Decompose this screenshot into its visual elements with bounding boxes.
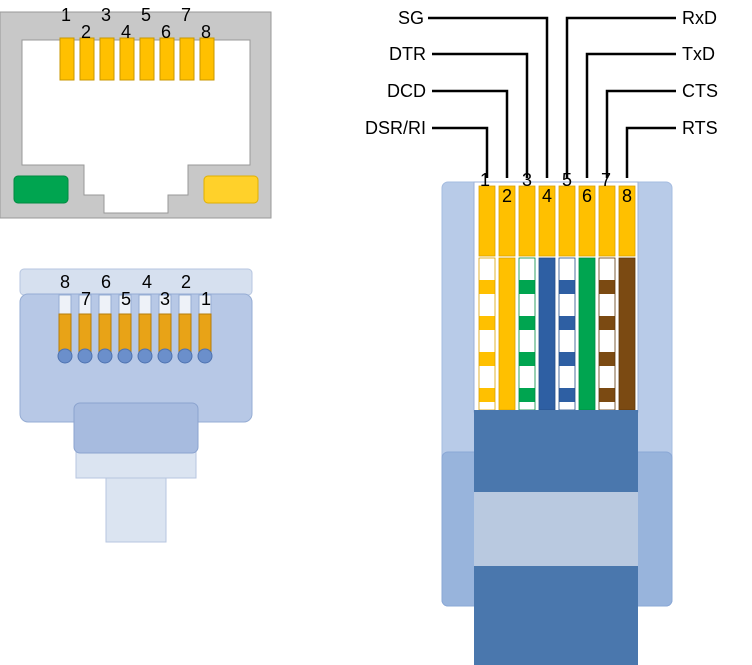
rj45-plug-front: 8 7 6 5 4 3 2 1 (19, 268, 253, 543)
contact-6 (578, 185, 596, 257)
contact-3 (518, 185, 536, 257)
contact-8 (618, 185, 636, 257)
pin-number: 4 (542, 186, 552, 206)
plug-boot-tail (105, 477, 167, 543)
signal-label-dsr-ri: DSR/RI (365, 118, 426, 138)
plug-contacts (57, 294, 213, 364)
signal-label-sg: SG (398, 8, 424, 28)
signal-label-rts: RTS (682, 118, 718, 138)
wire-blue (538, 257, 556, 411)
signal-label-dcd: DCD (387, 81, 426, 101)
jack-pin-2 (79, 37, 95, 81)
pin-number: 2 (502, 186, 512, 206)
plug-contact-1 (198, 313, 212, 355)
plug-contact-2 (178, 313, 192, 355)
plug-pin-number: 1 (201, 289, 211, 309)
plug-top-edge (19, 268, 253, 296)
jack-pin-number: 8 (201, 22, 211, 42)
plug-contact-5 (118, 313, 132, 355)
plug-contact-3 (158, 313, 172, 355)
leader-rxd (565, 16, 676, 178)
jack-opening (21, 39, 251, 214)
jack-pin-6 (159, 37, 175, 81)
jack-pins (59, 37, 215, 81)
rj45-plug-wiring: SG DTR DCD DSR/RI RxD TxD CTS RTS 1 2 3 … (365, 8, 718, 665)
jack-pin-4 (119, 37, 135, 81)
pin-number: 7 (601, 170, 611, 190)
wire-white-blue (558, 257, 576, 411)
pin-number: 6 (582, 186, 592, 206)
jack-led-right (203, 175, 259, 204)
wire-green (578, 257, 596, 411)
plug-pin-number: 2 (181, 272, 191, 292)
jack-pin-1 (59, 37, 75, 81)
plug-latch (73, 402, 199, 454)
contact-4 (538, 185, 556, 257)
plug-pin-number: 7 (81, 289, 91, 309)
contact-2 (498, 185, 516, 257)
jack-pin-8 (199, 37, 215, 81)
jack-pin-number: 4 (121, 22, 131, 42)
leader-dtr (432, 52, 529, 178)
contact-7 (598, 185, 616, 257)
pin-number: 1 (480, 170, 490, 190)
leader-dcd (432, 89, 509, 178)
rj45-jack: 1 2 3 4 5 6 7 8 (0, 5, 272, 219)
cable-sheath-lower (474, 566, 638, 665)
signal-labels-right: RxD TxD CTS RTS (682, 8, 718, 138)
signal-labels-left: SG DTR DCD DSR/RI (365, 8, 426, 138)
leader-rts (625, 126, 676, 178)
wire-white-orange (478, 257, 496, 411)
jack-pin-number: 5 (141, 5, 151, 25)
plug-pin-number: 4 (142, 272, 152, 292)
leader-sg (428, 16, 549, 178)
plug-contact-8 (58, 313, 72, 355)
plug-pin-number: 5 (121, 289, 131, 309)
jack-pin-3 (99, 37, 115, 81)
cable-sheath-upper (474, 410, 638, 492)
wire-white-green (518, 257, 536, 411)
plug-contacts-large (478, 185, 636, 257)
signal-leader-lines (428, 16, 676, 178)
plug-pin-number: 6 (101, 272, 111, 292)
wire-white-brown (598, 257, 616, 411)
leader-dsr-ri (432, 126, 489, 178)
pin-number: 3 (522, 170, 532, 190)
leader-txd (585, 52, 676, 178)
leader-cts (605, 89, 676, 178)
plug-large-pin-numbers: 1 2 3 4 5 6 7 8 (480, 170, 632, 206)
pin-number: 5 (562, 170, 572, 190)
plug-pin-number: 8 (60, 272, 70, 292)
signal-label-txd: TxD (682, 44, 715, 64)
wire-brown (618, 257, 636, 411)
jack-pin-number: 1 (61, 5, 71, 25)
plug-wires (478, 257, 636, 411)
pin-number: 8 (622, 186, 632, 206)
wire-orange (498, 257, 516, 411)
jack-pin-number: 3 (101, 5, 111, 25)
plug-contact-7 (78, 313, 92, 355)
jack-pin-number: 6 (161, 22, 171, 42)
jack-pin-5 (139, 37, 155, 81)
jack-pin-numbers: 1 2 3 4 5 6 7 8 (61, 5, 211, 42)
jack-pin-number: 2 (81, 22, 91, 42)
jack-pin-7 (179, 37, 195, 81)
contact-1 (478, 185, 496, 257)
signal-label-dtr: DTR (389, 44, 426, 64)
plug-pin-numbers: 8 7 6 5 4 3 2 1 (60, 272, 211, 309)
jack-led-left (13, 175, 69, 204)
signal-label-cts: CTS (682, 81, 718, 101)
plug-pin-number: 3 (160, 289, 170, 309)
plug-contact-6 (98, 313, 112, 355)
cable-sheath-band (474, 492, 638, 566)
plug-contact-4 (138, 313, 152, 355)
jack-pin-number: 7 (181, 5, 191, 25)
contact-5 (558, 185, 576, 257)
signal-label-rxd: RxD (682, 8, 717, 28)
